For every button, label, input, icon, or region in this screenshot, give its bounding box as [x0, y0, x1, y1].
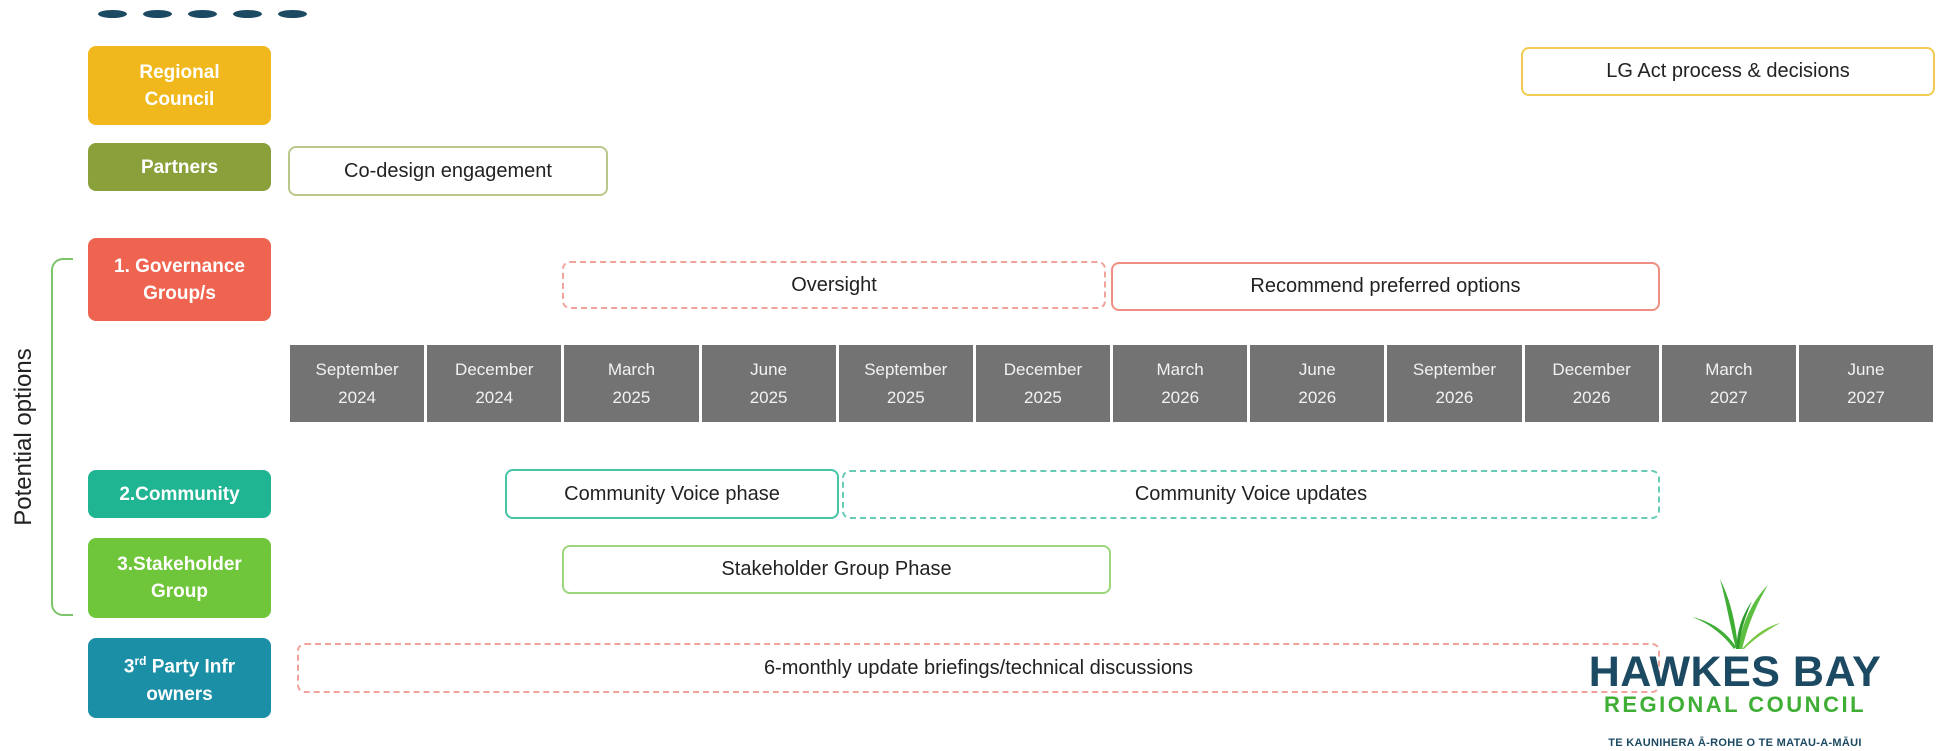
role-governance: 1. Governance Group/s: [88, 238, 271, 321]
role-label: 3.Stakeholder Group: [117, 554, 242, 602]
decorative-dots: [98, 10, 307, 18]
bar-stakeholder-phase: Stakeholder Group Phase: [562, 545, 1111, 594]
logo-tagline: TE KAUNIHERA Ā-ROHE O TE MATAU-A-MĀUI: [1608, 737, 1862, 749]
role-stakeholder: 3.Stakeholder Group: [88, 538, 271, 618]
options-bracket: [51, 258, 73, 616]
role-regional-council: Regional Council: [88, 46, 271, 125]
dot: [98, 10, 127, 18]
dot: [143, 10, 172, 18]
role-label: 2.Community: [119, 483, 240, 505]
role-label: Partners: [140, 156, 219, 178]
logo-sub-text: REGIONAL COUNCIL: [1603, 692, 1867, 717]
bar-lg-act: LG Act process & decisions: [1521, 47, 1935, 96]
bar-recommend: Recommend preferred options: [1111, 262, 1660, 311]
side-label: Potential options: [10, 348, 37, 526]
logo-main-text: HAWKES BAY: [1588, 648, 1882, 696]
bar-codesign: Co-design engagement: [288, 146, 608, 196]
bar-community-voice-phase: Community Voice phase: [505, 469, 839, 519]
dot: [278, 10, 307, 18]
role-community: 2.Community: [88, 470, 271, 518]
hbrc-logo: HAWKES BAY REGIONAL COUNCIL TE KAUNIHERA…: [1575, 575, 1895, 751]
role-label: Regional Council: [139, 61, 220, 110]
role-label: 1. Governance Group/s: [114, 255, 245, 304]
bar-community-voice-updates: Community Voice updates: [842, 470, 1660, 519]
role-partners: Partners: [88, 143, 271, 191]
dot: [233, 10, 262, 18]
role-third-party: 3rd Party Infr owners: [88, 638, 271, 718]
role-label: 3rd Party Infr owners: [123, 654, 236, 705]
bar-briefings: 6-monthly update briefings/technical dis…: [297, 643, 1660, 693]
dot: [188, 10, 217, 18]
bar-oversight: Oversight: [562, 261, 1106, 309]
leaf-icon: [1692, 579, 1780, 649]
